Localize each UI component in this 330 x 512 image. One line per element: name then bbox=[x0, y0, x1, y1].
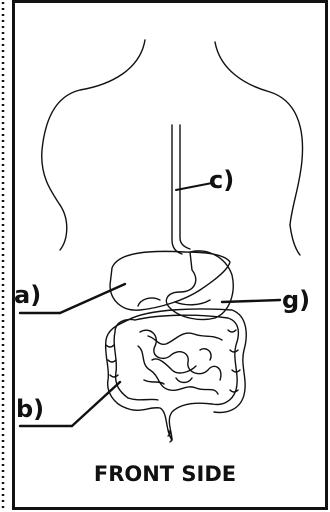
small-intestine bbox=[138, 330, 222, 394]
leader-line-b2 bbox=[72, 382, 120, 426]
liver bbox=[110, 251, 230, 310]
label-c: c) bbox=[209, 168, 234, 192]
diagram-caption: FRONT SIDE bbox=[0, 462, 330, 486]
leader-line-a2 bbox=[60, 284, 125, 313]
leader-line-c bbox=[176, 183, 212, 190]
label-a: a) bbox=[14, 283, 41, 307]
label-g: g) bbox=[282, 288, 310, 312]
large-intestine bbox=[106, 309, 247, 442]
label-b: b) bbox=[16, 397, 44, 421]
